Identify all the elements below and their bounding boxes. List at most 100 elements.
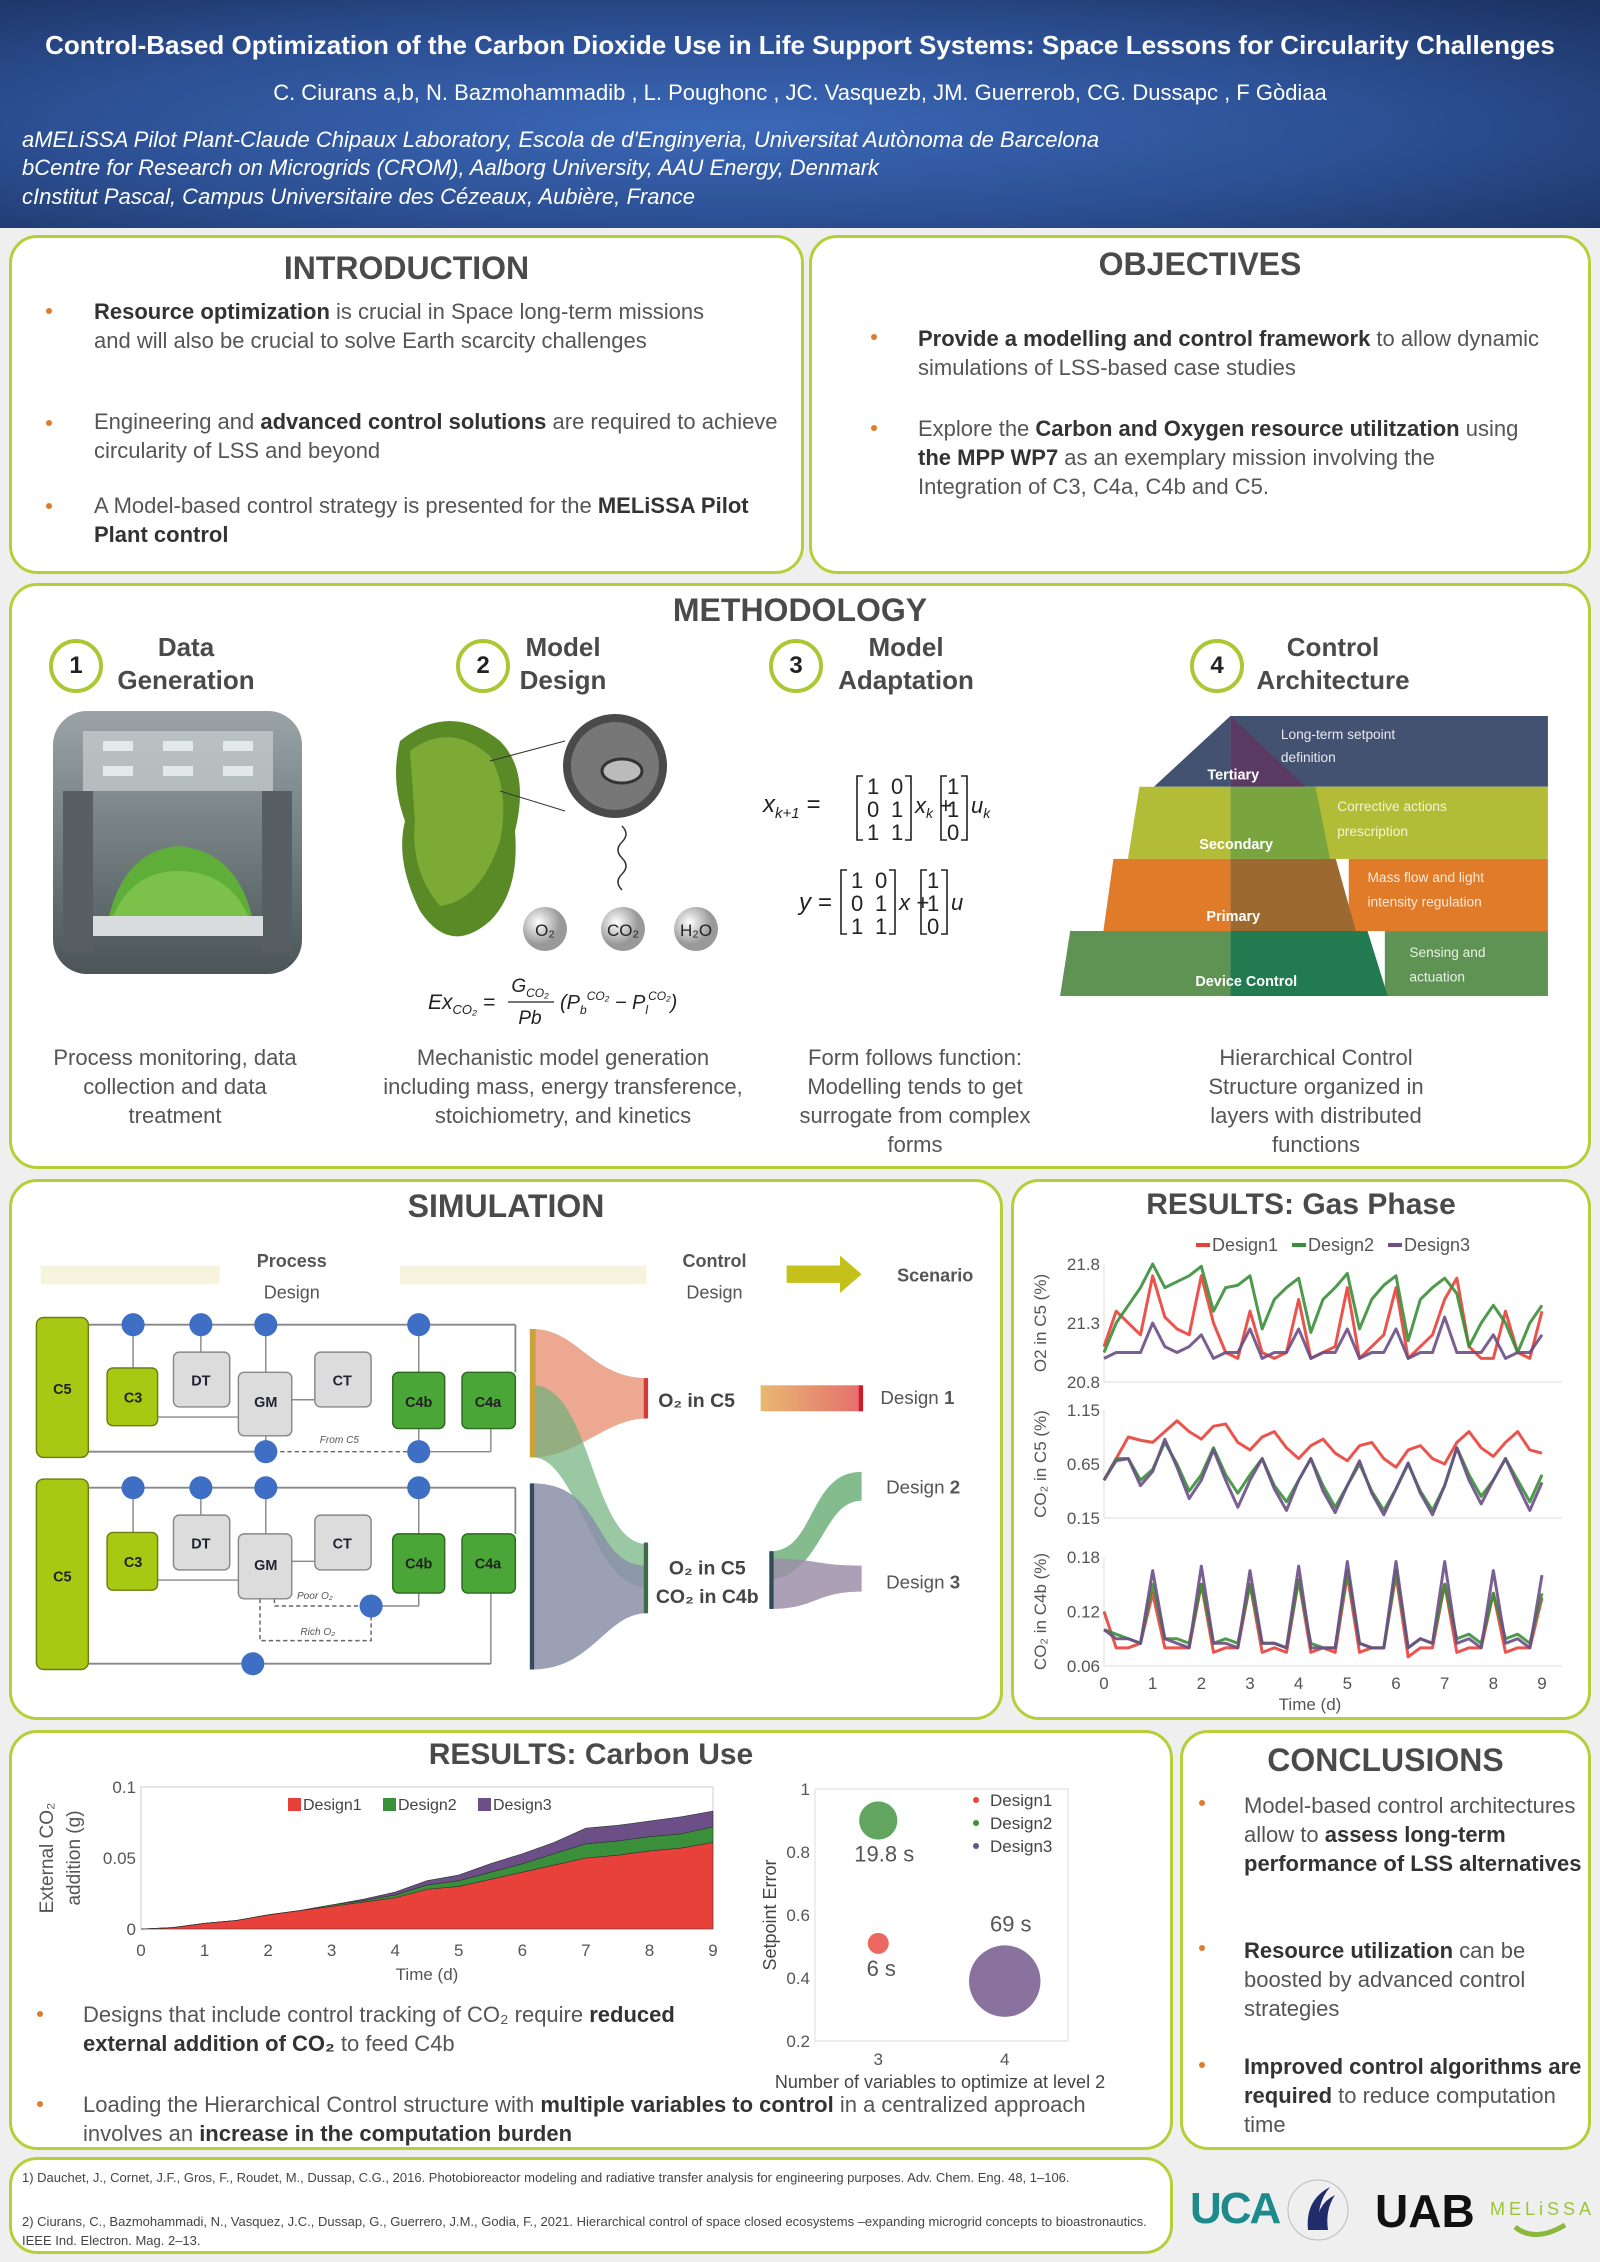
o2-molecule-icon (523, 907, 567, 951)
conclusions-heading: CONCLUSIONS (1267, 1742, 1504, 1778)
svg-text:Poor O₂: Poor O₂ (297, 1591, 333, 1602)
x-tick-label: 6 (518, 1941, 527, 1960)
y-tick-label: 0.1 (112, 1778, 136, 1797)
carbon-use-heading: RESULTS: Carbon Use (428, 1738, 754, 1771)
svg-text:Device Control: Device Control (1195, 974, 1297, 990)
legend-swatch-design2 (383, 1798, 396, 1811)
conclusion-bullet-1: Model-based control architectures allow … (1244, 1793, 1582, 1876)
intro-bullet-2: Engineering and advanced control solutio… (94, 409, 778, 463)
bubble-design1 (867, 1932, 889, 1954)
svg-text:0: 0 (927, 914, 939, 939)
simulation-diagram: Process Design Control Design Scenario C… (35, 1251, 973, 1676)
svg-text:u: u (951, 890, 963, 915)
y-tick-label: 21.8 (1067, 1255, 1100, 1274)
svg-text:1: 1 (875, 891, 887, 916)
svg-text:O₂ in C5: O₂ in C5 (669, 1557, 746, 1579)
affiliation-b: bCentre for Research on Microgrids (CROM… (22, 155, 880, 180)
svg-text:GM: GM (254, 1395, 277, 1411)
svg-text:1: 1 (867, 774, 879, 799)
uab-logo: UAB (1375, 2185, 1475, 2237)
svg-text:x +: x + (898, 890, 929, 915)
control-hierarchy-pyramid: Tertiary Long-term setpoint definition S… (1060, 716, 1548, 996)
y-tick-label: 20.8 (1067, 1373, 1100, 1392)
methodology-heading: METHODOLOGY (672, 592, 928, 628)
x-tick-label: 0 (136, 1941, 145, 1960)
svg-text:C5: C5 (53, 1570, 71, 1586)
x-tick-label: 3 (327, 1941, 336, 1960)
control-design-bar (399, 1265, 647, 1285)
bullet-icon (1199, 1945, 1205, 1951)
y-tick-label: 0.15 (1067, 1509, 1100, 1528)
objectives-panel (809, 235, 1591, 574)
series-line-design2 (1103, 1569, 1544, 1650)
svg-text:0: 0 (947, 820, 959, 845)
legend-swatch-design3 (478, 1798, 491, 1811)
svg-text:Design: Design (686, 1283, 742, 1303)
co2-label: CO₂ (607, 921, 639, 940)
introduction-heading: INTRODUCTION (283, 250, 530, 286)
svg-text:DT: DT (191, 1536, 210, 1552)
y-axis-label: External CO₂ (37, 1803, 58, 1914)
y-tick-label: 0.18 (1067, 1548, 1100, 1567)
x-tick-label: 5 (1343, 1674, 1352, 1693)
legend-label-design1: Design1 (1212, 1235, 1278, 1255)
series-line-design3 (1103, 1315, 1544, 1360)
x-axis-label: Time (d) (396, 1965, 459, 1984)
bullet-icon (37, 2101, 43, 2107)
svg-text:1: 1 (947, 797, 959, 822)
leaf-microscopy-illustration: O₂ CO₂ H₂O (396, 714, 718, 951)
process-module-2: C5 C3 DT GM CT C4b C4a Poor O₂ Rich O₂ (35, 1476, 517, 1676)
svg-text:1: 1 (891, 820, 903, 845)
x-tick-label: 3 (1245, 1674, 1254, 1693)
y-axis-label: CO₂ in C4b (%) (1031, 1553, 1050, 1670)
x-tick-label: 3 (874, 2050, 883, 2069)
svg-text:Process: Process (257, 1251, 327, 1271)
conclusions-panel (1180, 1730, 1591, 2150)
bubble-design3 (969, 1945, 1041, 2017)
svg-text:Secondary: Secondary (1199, 837, 1273, 853)
y-tick-label: 0.2 (786, 2032, 810, 2051)
conclusion-bullet-3: Improved control algorithms are required… (1244, 2054, 1582, 2137)
svg-text:0: 0 (891, 774, 903, 799)
legend-marker-design2 (973, 1820, 979, 1826)
svg-text:GCO₂: GCO₂ (511, 976, 549, 1000)
bubble-design2 (859, 1801, 898, 1840)
pyramid-level-device-control: Device Control Sensing and actuation (1060, 931, 1548, 996)
flow-design-1 (760, 1385, 862, 1412)
svg-text:Tertiary: Tertiary (1207, 768, 1259, 784)
y-tick-label: 0.8 (786, 1843, 810, 1862)
svg-text:prescription: prescription (1337, 824, 1408, 839)
y-axis-label: Setpoint Error (760, 1859, 780, 1970)
author-list: C. Ciurans a,b, N. Bazmohammadib , L. Po… (273, 80, 1327, 105)
affiliation-a: aMELiSSA Pilot Plant-Claude Chipaux Labo… (22, 127, 1100, 152)
y-tick-label: 0.12 (1067, 1603, 1100, 1622)
y-tick-label: 0.06 (1067, 1657, 1100, 1676)
svg-text:DT: DT (191, 1373, 210, 1389)
x-tick-label: 1 (1148, 1674, 1157, 1693)
svg-text:CT: CT (333, 1536, 352, 1552)
x-axis-label: Time (d) (1279, 1695, 1342, 1714)
legend-label-design3: Design3 (990, 1837, 1052, 1856)
svg-text:xk +: xk + (914, 793, 952, 821)
x-tick-label: 1 (200, 1941, 209, 1960)
svg-text:Primary: Primary (1206, 909, 1260, 925)
institution-logos: UCA UAB MELiSSA (1190, 2179, 1591, 2241)
svg-text:(PbCO₂ − PlCO₂): (PbCO₂ − PlCO₂) (560, 989, 677, 1017)
y-tick-label: 21.3 (1067, 1314, 1100, 1333)
x-tick-label: 6 (1391, 1674, 1400, 1693)
legend-marker-design3 (973, 1843, 979, 1849)
series-line-design3 (1102, 1437, 1544, 1517)
process-module-1: C5 C3 DT GM CT C4b C4a From C5 (35, 1313, 517, 1464)
svg-text:C4b: C4b (405, 1557, 432, 1573)
bubble-label: 19.8 s (854, 1842, 914, 1867)
svg-text:intensity regulation: intensity regulation (1368, 895, 1482, 910)
y-tick-label: 0.65 (1067, 1455, 1100, 1474)
legend-label-design2: Design2 (398, 1797, 457, 1814)
flow-to-o2co2 (532, 1385, 647, 1588)
svg-text:1: 1 (947, 774, 959, 799)
series-line-design3 (1103, 1560, 1544, 1650)
